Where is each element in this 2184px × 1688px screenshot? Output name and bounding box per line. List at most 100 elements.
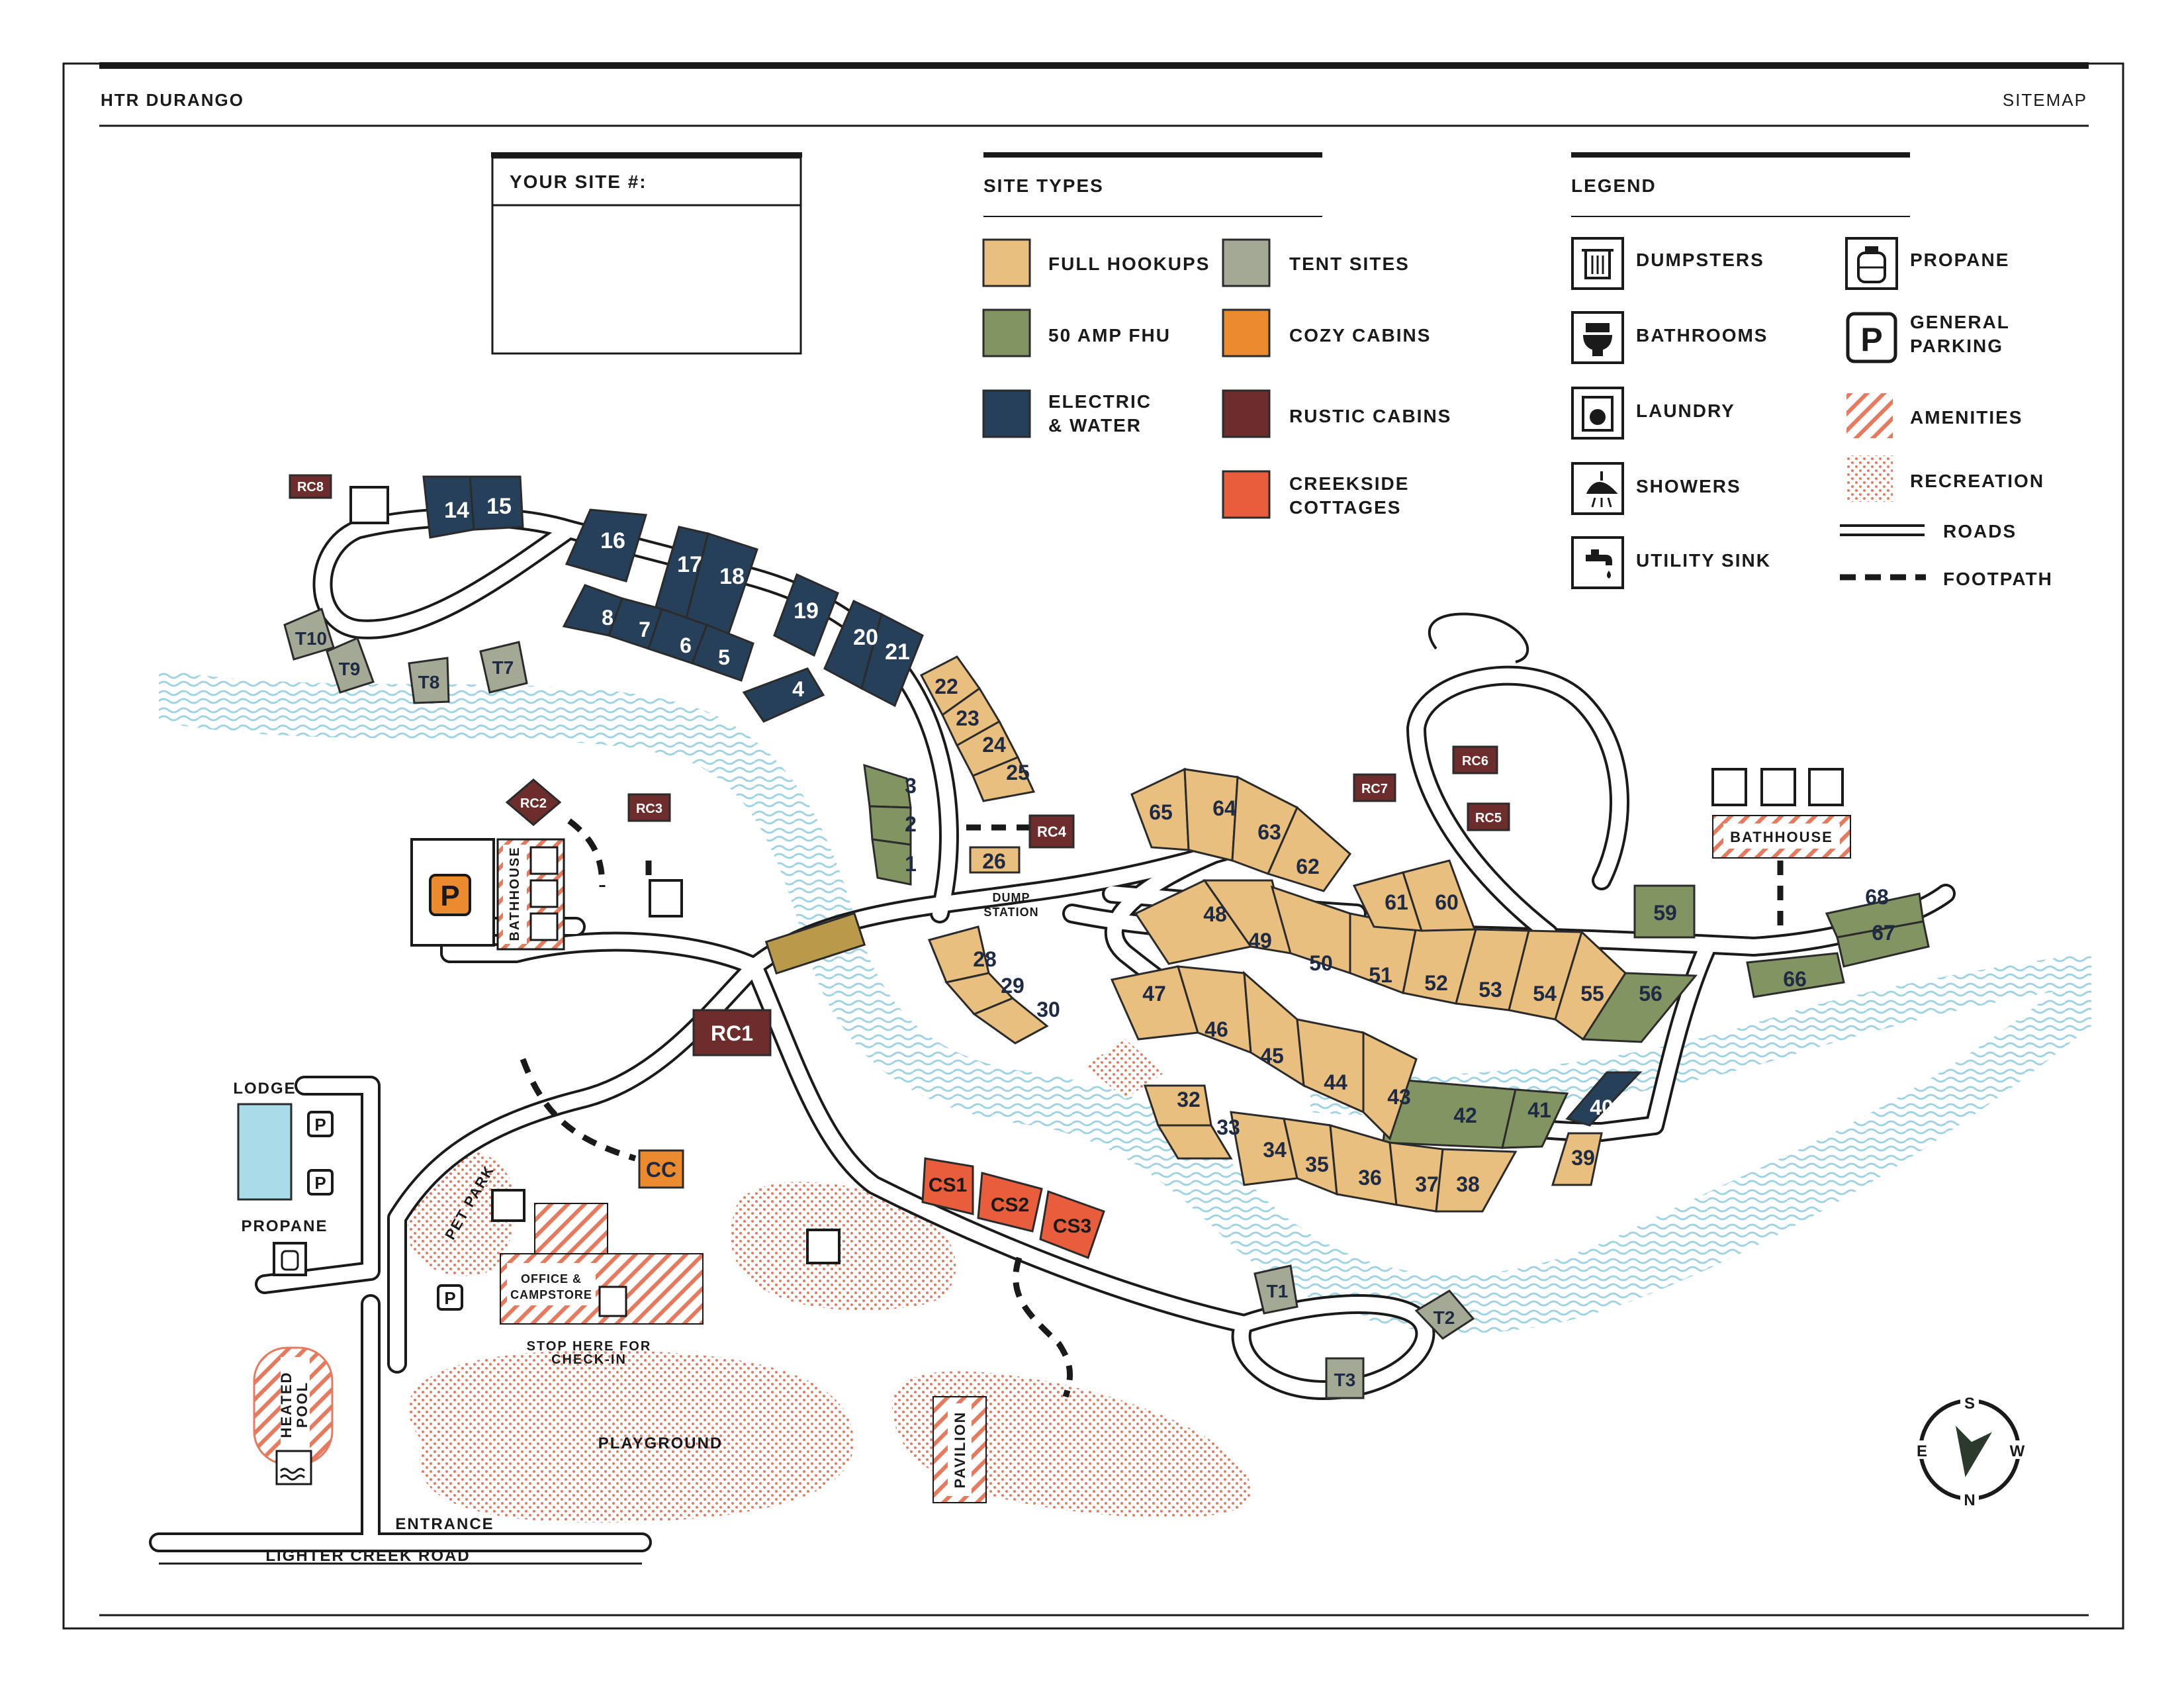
site-CS3[interactable] — [1039, 1190, 1105, 1259]
site-34-label: 34 — [1263, 1138, 1287, 1162]
site-26[interactable] — [969, 846, 1021, 874]
svg-text:N: N — [1964, 1491, 1975, 1509]
site-T2[interactable] — [1414, 1289, 1475, 1340]
site-44-label: 44 — [1324, 1070, 1347, 1094]
site-45[interactable] — [1243, 970, 1305, 1088]
site-CS3-label: CS3 — [1053, 1215, 1091, 1237]
site-RC8[interactable] — [289, 474, 332, 499]
site-types-heading: SITE TYPES — [983, 175, 1104, 196]
site-4[interactable] — [742, 667, 825, 723]
dumpster-icon — [1571, 237, 1624, 290]
site-1[interactable] — [871, 838, 912, 886]
swatch-full-hookups — [982, 238, 1031, 287]
site-39-label: 39 — [1571, 1146, 1595, 1170]
pool-label-2: POOL — [294, 1382, 310, 1428]
site-RC2[interactable] — [505, 778, 562, 826]
site-RC5[interactable] — [1467, 802, 1510, 831]
utility-sink-icon — [1571, 536, 1624, 589]
site-67[interactable] — [1836, 920, 1930, 968]
site-33[interactable] — [1156, 1124, 1233, 1160]
shower-icon — [529, 846, 559, 875]
site-25[interactable] — [972, 756, 1036, 802]
site-41[interactable] — [1501, 1088, 1569, 1149]
site-3[interactable] — [863, 763, 912, 809]
site-15[interactable] — [469, 475, 524, 531]
site-RC1[interactable] — [692, 1009, 772, 1056]
pavilion: PAVILION — [933, 1396, 987, 1503]
site-RC1-label: RC1 — [711, 1021, 753, 1045]
bridge — [764, 912, 866, 975]
your-site-label: YOUR SITE #: — [510, 171, 647, 192]
site-RC3-label: RC3 — [636, 802, 662, 816]
site-26-label: 26 — [982, 849, 1006, 873]
site-38[interactable] — [1435, 1148, 1518, 1213]
bathroom-icon — [1571, 311, 1624, 364]
site-50-label: 50 — [1309, 951, 1333, 975]
site-43[interactable] — [1362, 1031, 1418, 1141]
swatch-rustic — [1222, 389, 1271, 438]
site-CC[interactable] — [638, 1149, 684, 1189]
site-RC4[interactable] — [1028, 814, 1075, 849]
legend-parking-label-2: PARKING — [1910, 336, 2003, 356]
site-44[interactable] — [1296, 1018, 1365, 1114]
entrance-label: ENTRANCE — [395, 1515, 494, 1533]
site-17-label: 17 — [677, 552, 702, 577]
site-55-label: 55 — [1580, 982, 1604, 1006]
site-60[interactable] — [1402, 859, 1477, 932]
small-recreation-area — [1085, 1039, 1165, 1099]
site-21[interactable] — [860, 612, 924, 708]
site-T1-label: T1 — [1267, 1281, 1289, 1301]
site-5[interactable] — [691, 624, 754, 682]
east-bathhouse: BATHHOUSE — [1711, 768, 1851, 859]
site-RC3[interactable] — [627, 793, 671, 822]
site-T8[interactable] — [408, 657, 450, 704]
site-66[interactable] — [1746, 952, 1845, 998]
site-62[interactable] — [1266, 806, 1352, 892]
site-30[interactable] — [972, 997, 1049, 1045]
site-T9[interactable] — [326, 636, 375, 694]
site-67-label: 67 — [1872, 921, 1895, 945]
site-28-label: 28 — [973, 947, 997, 971]
laundry-icon — [598, 1286, 627, 1317]
site-T8-label: T8 — [418, 672, 440, 692]
site-T1[interactable] — [1253, 1264, 1298, 1315]
svg-text:S: S — [1964, 1395, 1975, 1413]
site-types-legend: SITE TYPES FULL HOOKUPS 50 AMP FHU ELECT… — [982, 152, 1451, 519]
site-19[interactable] — [773, 573, 839, 657]
site-54-label: 54 — [1533, 982, 1557, 1006]
site-16[interactable] — [565, 508, 647, 583]
site-33-label: 33 — [1216, 1115, 1240, 1139]
site-RC6[interactable] — [1452, 745, 1498, 774]
map-title: HTR DURANGO — [101, 90, 244, 110]
site-60-label: 60 — [1435, 890, 1459, 914]
creek — [159, 669, 2091, 1333]
label-electric: ELECTRIC — [1048, 391, 1152, 412]
site-T3[interactable] — [1325, 1357, 1365, 1399]
site-39[interactable] — [1551, 1132, 1603, 1186]
utility-sink-icon — [529, 912, 559, 941]
label-and-water: & WATER — [1048, 415, 1142, 436]
site-40[interactable] — [1565, 1071, 1643, 1127]
amenities-swatch — [1846, 393, 1893, 438]
site-55[interactable] — [1554, 930, 1627, 1041]
office-campstore: OFFICE & CAMPSTORE STOP HERE FOR CHECK-I… — [437, 1203, 704, 1367]
site-RC7[interactable] — [1353, 773, 1396, 802]
site-T10[interactable] — [283, 607, 335, 661]
site-47-label: 47 — [1142, 982, 1166, 1006]
site-22-label: 22 — [934, 675, 958, 698]
label-cottages: COTTAGES — [1289, 497, 1401, 518]
site-CS2[interactable] — [977, 1172, 1043, 1233]
site-RC2-label: RC2 — [520, 796, 547, 811]
site-41-label: 41 — [1527, 1098, 1551, 1122]
label-rustic: RUSTIC CABINS — [1289, 406, 1451, 426]
site-T7-label: T7 — [492, 657, 514, 678]
site-52-label: 52 — [1424, 971, 1448, 995]
legend-showers-label: SHOWERS — [1636, 476, 1741, 496]
site-T7[interactable] — [479, 641, 528, 694]
site-59[interactable] — [1633, 884, 1696, 939]
site-CS1[interactable] — [921, 1157, 974, 1215]
site-42-label: 42 — [1453, 1103, 1477, 1127]
legend-parking-label-1: GENERAL — [1910, 312, 2010, 332]
bathroom-icon — [1760, 768, 1796, 806]
site-51-label: 51 — [1369, 963, 1392, 987]
